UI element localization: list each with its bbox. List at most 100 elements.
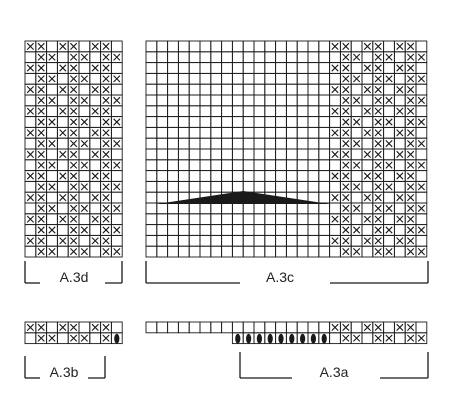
cross-stitch-icon xyxy=(363,86,371,94)
cross-stitch-icon xyxy=(37,323,45,331)
cross-stitch-icon xyxy=(374,183,382,191)
cross-stitch-icon xyxy=(363,42,371,50)
cross-stitch-icon xyxy=(407,183,415,191)
cross-stitch-icon xyxy=(331,42,339,50)
cross-stitch-icon xyxy=(80,96,88,104)
cross-stitch-icon xyxy=(385,334,393,342)
cross-stitch-icon xyxy=(113,140,121,148)
cross-stitch-icon xyxy=(342,161,350,169)
cross-stitch-icon xyxy=(59,323,67,331)
decrease-wedge-icon xyxy=(156,191,330,204)
cross-stitch-icon xyxy=(396,86,404,94)
cross-stitch-icon xyxy=(396,237,404,245)
cross-stitch-icon xyxy=(396,64,404,72)
oval-stitch-icon xyxy=(256,333,262,344)
cross-stitch-icon xyxy=(113,248,121,256)
cross-stitch-icon xyxy=(59,107,67,115)
cross-stitch-icon xyxy=(374,107,382,115)
cross-stitch-icon xyxy=(80,226,88,234)
cross-stitch-icon xyxy=(80,183,88,191)
cross-stitch-icon xyxy=(80,334,88,342)
cross-stitch-icon xyxy=(48,53,56,61)
bracket-a3c xyxy=(145,261,429,284)
cross-stitch-icon xyxy=(407,150,415,158)
cross-stitch-icon xyxy=(37,194,45,202)
cross-stitch-icon xyxy=(385,140,393,148)
cross-stitch-icon xyxy=(37,183,45,191)
cross-stitch-icon xyxy=(363,172,371,180)
cross-stitch-icon xyxy=(374,226,382,234)
cross-stitch-icon xyxy=(342,323,350,331)
cross-stitch-icon xyxy=(417,75,425,83)
cross-stitch-icon xyxy=(342,183,350,191)
cross-stitch-icon xyxy=(70,183,78,191)
cross-stitch-icon xyxy=(37,75,45,83)
cross-stitch-icon xyxy=(113,53,121,61)
cross-stitch-icon xyxy=(407,334,415,342)
label-a3d: A.3d xyxy=(60,269,89,285)
chart-brackets xyxy=(24,261,429,379)
cross-stitch-icon xyxy=(70,215,78,223)
cross-stitch-icon xyxy=(80,140,88,148)
cross-stitch-icon xyxy=(102,161,110,169)
label-a3b: A.3b xyxy=(50,364,79,380)
cross-stitch-icon xyxy=(26,107,34,115)
cross-stitch-icon xyxy=(70,64,78,72)
cross-stitch-icon xyxy=(407,96,415,104)
cross-stitch-icon xyxy=(48,161,56,169)
cross-stitch-icon xyxy=(48,75,56,83)
cross-stitch-icon xyxy=(374,237,382,245)
cross-stitch-icon xyxy=(26,172,34,180)
cross-stitch-icon xyxy=(102,183,110,191)
cross-stitch-icon xyxy=(374,96,382,104)
cross-stitch-icon xyxy=(37,150,45,158)
cross-stitch-icon xyxy=(37,161,45,169)
cross-stitch-icon xyxy=(70,323,78,331)
cross-stitch-icon xyxy=(374,161,382,169)
bracket-a3d xyxy=(24,261,123,284)
cross-stitch-icon xyxy=(26,42,34,50)
cross-stitch-icon xyxy=(374,150,382,158)
cross-stitch-icon xyxy=(407,86,415,94)
cross-stitch-icon xyxy=(342,248,350,256)
cross-stitch-icon xyxy=(48,183,56,191)
cross-stitch-icon xyxy=(385,204,393,212)
cross-stitch-icon xyxy=(374,323,382,331)
cross-stitch-icon xyxy=(417,118,425,126)
cross-stitch-icon xyxy=(80,248,88,256)
grid-cell xyxy=(110,245,123,258)
cross-stitch-icon xyxy=(37,107,45,115)
cross-stitch-icon xyxy=(331,64,339,72)
cross-stitch-icon xyxy=(37,129,45,137)
oval-stitch-icon xyxy=(267,333,273,344)
cross-stitch-icon xyxy=(331,323,339,331)
cross-stitch-icon xyxy=(80,75,88,83)
cross-stitch-icon xyxy=(342,53,350,61)
cross-stitch-icon xyxy=(113,118,121,126)
cross-stitch-icon xyxy=(37,334,45,342)
cross-stitch-icon xyxy=(374,140,382,148)
cross-stitch-icon xyxy=(102,204,110,212)
cross-stitch-icon xyxy=(385,53,393,61)
cross-stitch-icon xyxy=(342,237,350,245)
cross-stitch-icon xyxy=(417,96,425,104)
cross-stitch-icon xyxy=(342,172,350,180)
cross-stitch-icon xyxy=(363,215,371,223)
cross-stitch-icon xyxy=(102,150,110,158)
cross-stitch-icon xyxy=(26,129,34,137)
cross-stitch-icon xyxy=(417,183,425,191)
cross-stitch-icon xyxy=(26,64,34,72)
cross-stitch-icon xyxy=(407,194,415,202)
cross-stitch-icon xyxy=(342,107,350,115)
chart-a3b-grid xyxy=(24,321,123,345)
cross-stitch-icon xyxy=(353,118,361,126)
cross-stitch-icon xyxy=(37,172,45,180)
cross-stitch-icon xyxy=(353,161,361,169)
cross-stitch-icon xyxy=(331,215,339,223)
cross-stitch-icon xyxy=(70,140,78,148)
cross-stitch-icon xyxy=(37,248,45,256)
label-a3a: A.3a xyxy=(320,364,349,380)
cross-stitch-icon xyxy=(417,53,425,61)
